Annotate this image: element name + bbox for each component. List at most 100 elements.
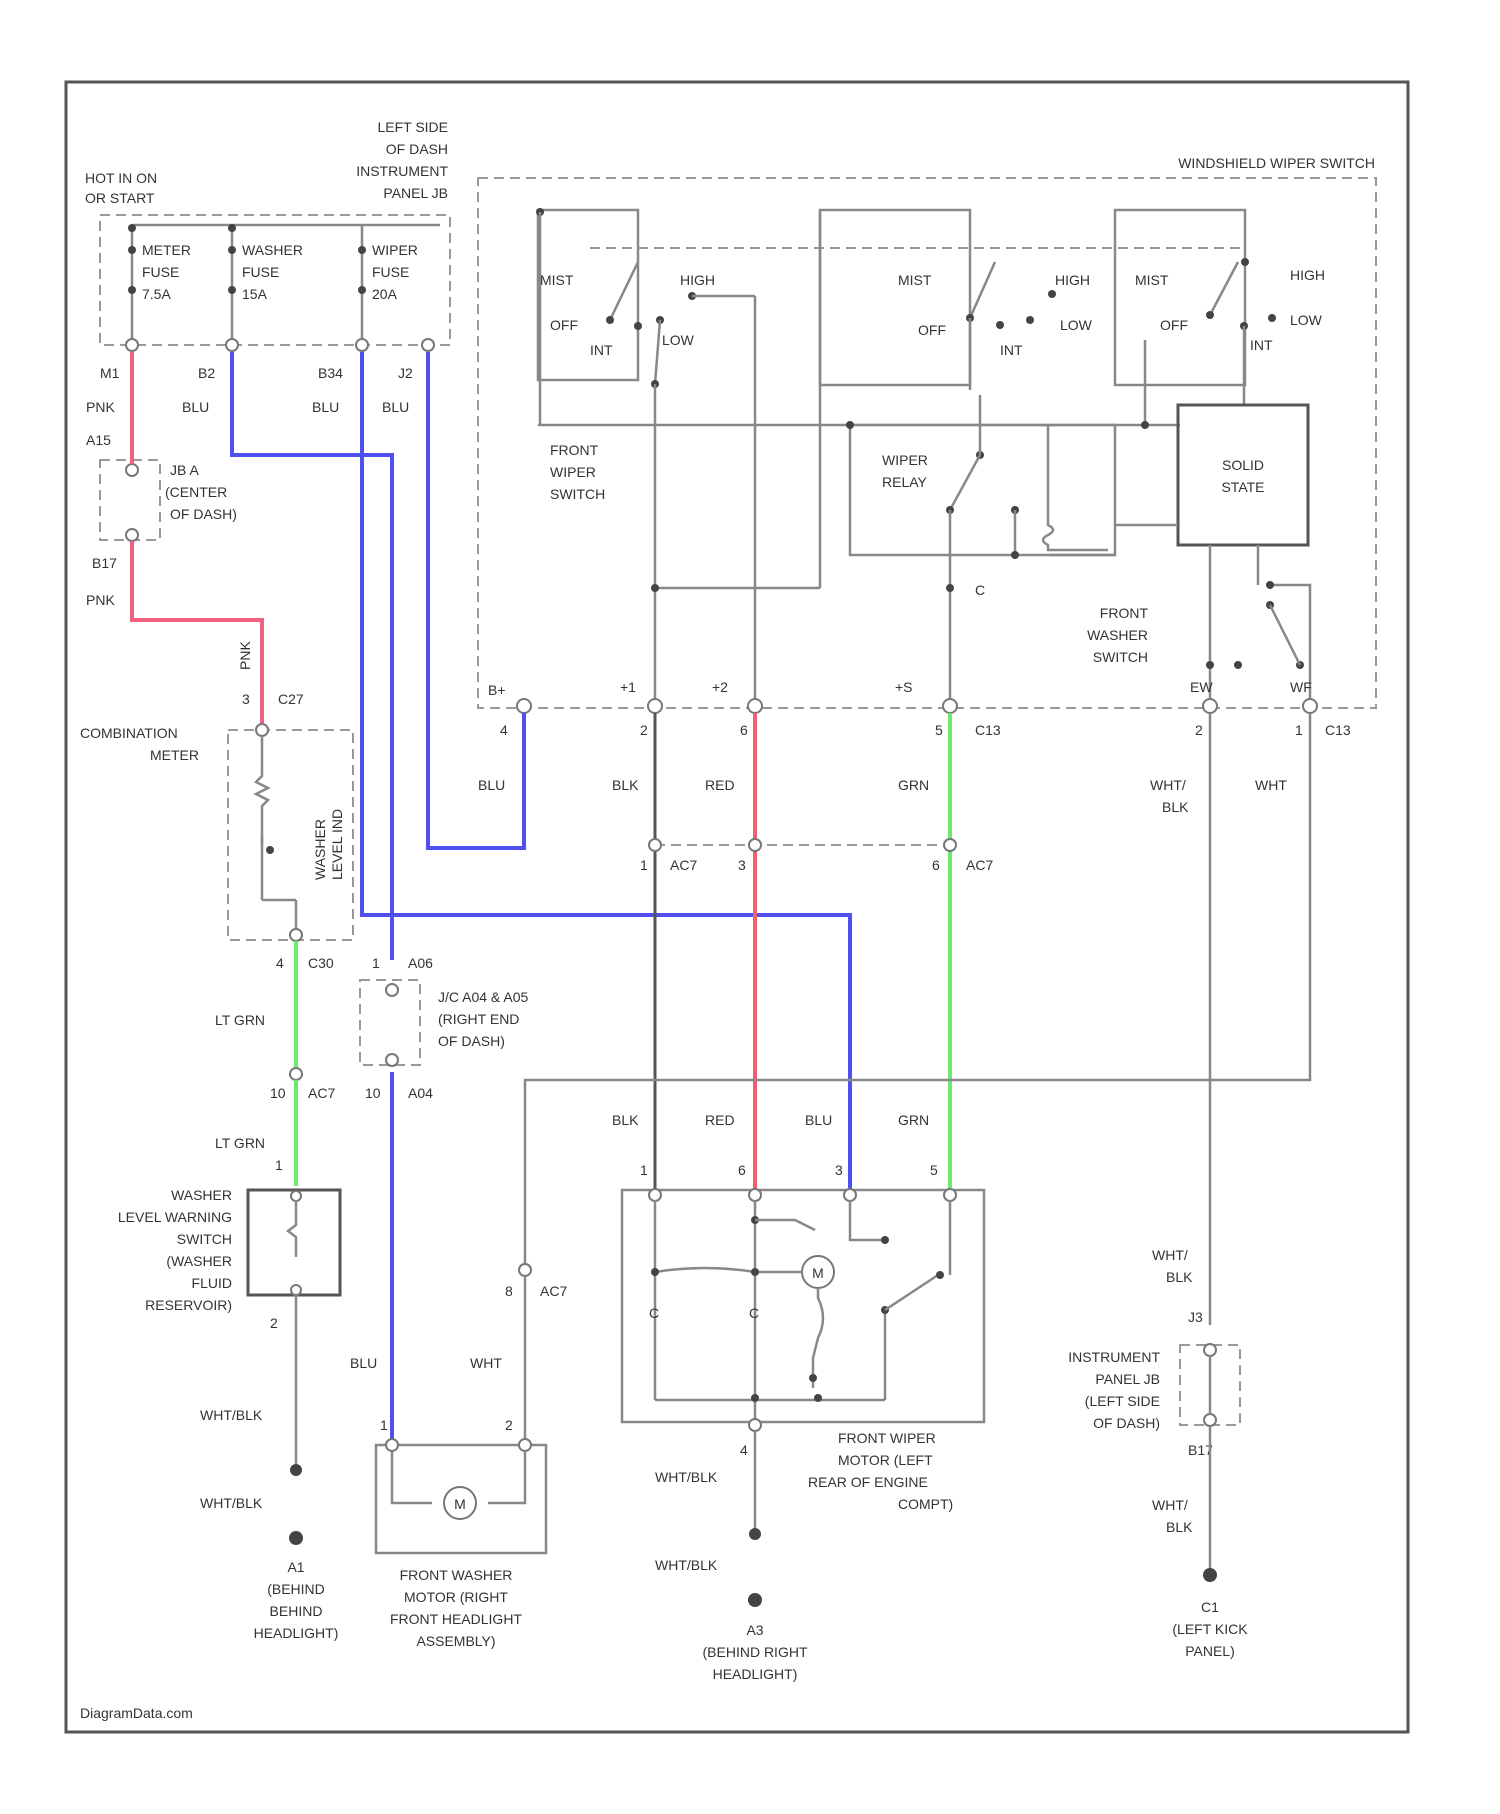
sw2-int: INT: [1000, 342, 1023, 358]
relay-label-2: RELAY: [882, 474, 928, 490]
jc-pin-bottom: 10: [365, 1085, 381, 1101]
wl-label-3: SWITCH: [177, 1231, 232, 1247]
svg-text:5: 5: [935, 722, 943, 738]
washer-motor-wire2: WHT: [470, 1355, 502, 1371]
svg-text:20A: 20A: [372, 286, 398, 302]
jc-label-1: J/C A04 & A05: [438, 989, 528, 1005]
meter-out-pin: 4: [276, 955, 284, 971]
wiper-switch-box: [478, 178, 1376, 708]
wl-pin-out: 2: [270, 1315, 278, 1331]
ac7-pin-3: 3: [738, 857, 746, 873]
washer-motor-m: M: [454, 1496, 466, 1512]
meter-pin-3: 3: [242, 691, 250, 707]
motor-wire-red: RED: [705, 1112, 735, 1128]
hot-label-1: HOT IN ON: [85, 170, 157, 186]
svg-text:FUSE: FUSE: [242, 264, 279, 280]
pin-b34: B34: [318, 365, 343, 381]
hot-label-2: OR START: [85, 190, 155, 206]
sw1-mist: MIST: [540, 272, 574, 288]
switch-terminals: B+ +1 +2 +S EW WF 4 2 6 5 C13 2 1 C13: [488, 679, 1351, 738]
motor-pin-6: 6: [738, 1162, 746, 1178]
wire-pnk-3: PNK: [237, 641, 253, 670]
gnd-c1-3: PANEL): [1185, 1643, 1235, 1659]
svg-text:6: 6: [740, 722, 748, 738]
gnd-a1-1: A1: [287, 1559, 304, 1575]
svg-text:4: 4: [500, 722, 508, 738]
wl-label-6: RESERVOIR): [145, 1297, 232, 1313]
svg-text:FUSE: FUSE: [372, 264, 409, 280]
svg-text:7.5A: 7.5A: [142, 286, 171, 302]
wl-gnd-wire-1: WHT/BLK: [200, 1407, 263, 1423]
wire-pnk-2: PNK: [86, 592, 115, 608]
meter-label-1: COMBINATION: [80, 725, 178, 741]
wire-blu-3: BLU: [382, 399, 409, 415]
washer-motor-label-3: FRONT HEADLIGHT: [390, 1611, 522, 1627]
svg-text:15A: 15A: [242, 286, 268, 302]
wire-blu-2: BLU: [312, 399, 339, 415]
washer-motor-ac7: AC7: [540, 1283, 567, 1299]
wl-conn-ac7: AC7: [308, 1085, 335, 1101]
meter-out-conn: C30: [308, 955, 334, 971]
gnd-c1-2: (LEFT KICK: [1172, 1621, 1248, 1637]
jc-conn-top: A06: [408, 955, 433, 971]
motor-c2: C: [749, 1305, 759, 1321]
svg-text:METER: METER: [142, 242, 191, 258]
motor-pin-3: 3: [835, 1162, 843, 1178]
svg-text:1: 1: [1295, 722, 1303, 738]
sw3-mist: MIST: [1135, 272, 1169, 288]
fuse-box: [100, 215, 450, 345]
svg-text:C13: C13: [975, 722, 1001, 738]
meter-lamp-2: LEVEL IND: [329, 809, 345, 880]
motor-gnd-wire-2: WHT/BLK: [655, 1557, 718, 1573]
wire-ltgrn-2: LT GRN: [215, 1135, 265, 1151]
svg-text:FUSE: FUSE: [142, 264, 179, 280]
ip-label-2: PANEL JB: [1095, 1371, 1160, 1387]
svg-text:WIPER: WIPER: [372, 242, 418, 258]
svg-text:+1: +1: [620, 679, 636, 695]
svg-text:EW: EW: [1190, 679, 1213, 695]
wire-pnk-1: PNK: [86, 399, 115, 415]
wire-whtblk-1a: WHT/: [1150, 777, 1186, 793]
gnd-a3-3: HEADLIGHT): [713, 1666, 798, 1682]
motor-label-3: REAR OF ENGINE: [808, 1474, 928, 1490]
pin-m1: M1: [100, 365, 120, 381]
jc-pin-top: 1: [372, 955, 380, 971]
front-wiper-sw-2: WIPER: [550, 464, 596, 480]
motor-pin-5: 5: [930, 1162, 938, 1178]
sw3-high: HIGH: [1290, 267, 1325, 283]
meter-conn-c27: C27: [278, 691, 304, 707]
washer-motor-ac7-pin: 8: [505, 1283, 513, 1299]
switch-block-2: [820, 210, 970, 385]
sw1-int: INT: [590, 342, 613, 358]
sw1-low: LOW: [662, 332, 695, 348]
sw3-low: LOW: [1290, 312, 1323, 328]
jb-left-label-3: INSTRUMENT: [356, 163, 448, 179]
wire-blu-1: BLU: [182, 399, 209, 415]
sw2-low: LOW: [1060, 317, 1093, 333]
sw2-high: HIGH: [1055, 272, 1090, 288]
motor-wire-grn: GRN: [898, 1112, 929, 1128]
ip-wire-bottom-1: WHT/: [1152, 1497, 1188, 1513]
svg-text:C13: C13: [1325, 722, 1351, 738]
ac7-conn-1: AC7: [670, 857, 697, 873]
ac7-pin-6: 6: [932, 857, 940, 873]
washer-fuse: WASHER FUSE 15A: [228, 224, 303, 345]
wl-pin-in: 1: [275, 1157, 283, 1173]
ip-wire-top-2: BLK: [1166, 1269, 1193, 1285]
svg-text:WF: WF: [1290, 679, 1312, 695]
washer-sw-1: FRONT: [1100, 605, 1149, 621]
meter-resistor: [256, 736, 268, 846]
jb-center-label-3: OF DASH): [170, 506, 237, 522]
washer-motor-label-4: ASSEMBLY): [416, 1633, 495, 1649]
switch-title: WINDSHIELD WIPER SWITCH: [1178, 155, 1375, 171]
ip-label-4: OF DASH): [1093, 1415, 1160, 1431]
gnd-a3-1: A3: [746, 1622, 763, 1638]
washer-motor-pin1: 1: [380, 1417, 388, 1433]
wht-wire: [525, 713, 1310, 1265]
wire-grn-1: GRN: [898, 777, 929, 793]
wl-pin-10: 10: [270, 1085, 286, 1101]
svg-text:+2: +2: [712, 679, 728, 695]
ground-a1-icon: [289, 1531, 303, 1545]
wire-blk-1: BLK: [612, 777, 639, 793]
